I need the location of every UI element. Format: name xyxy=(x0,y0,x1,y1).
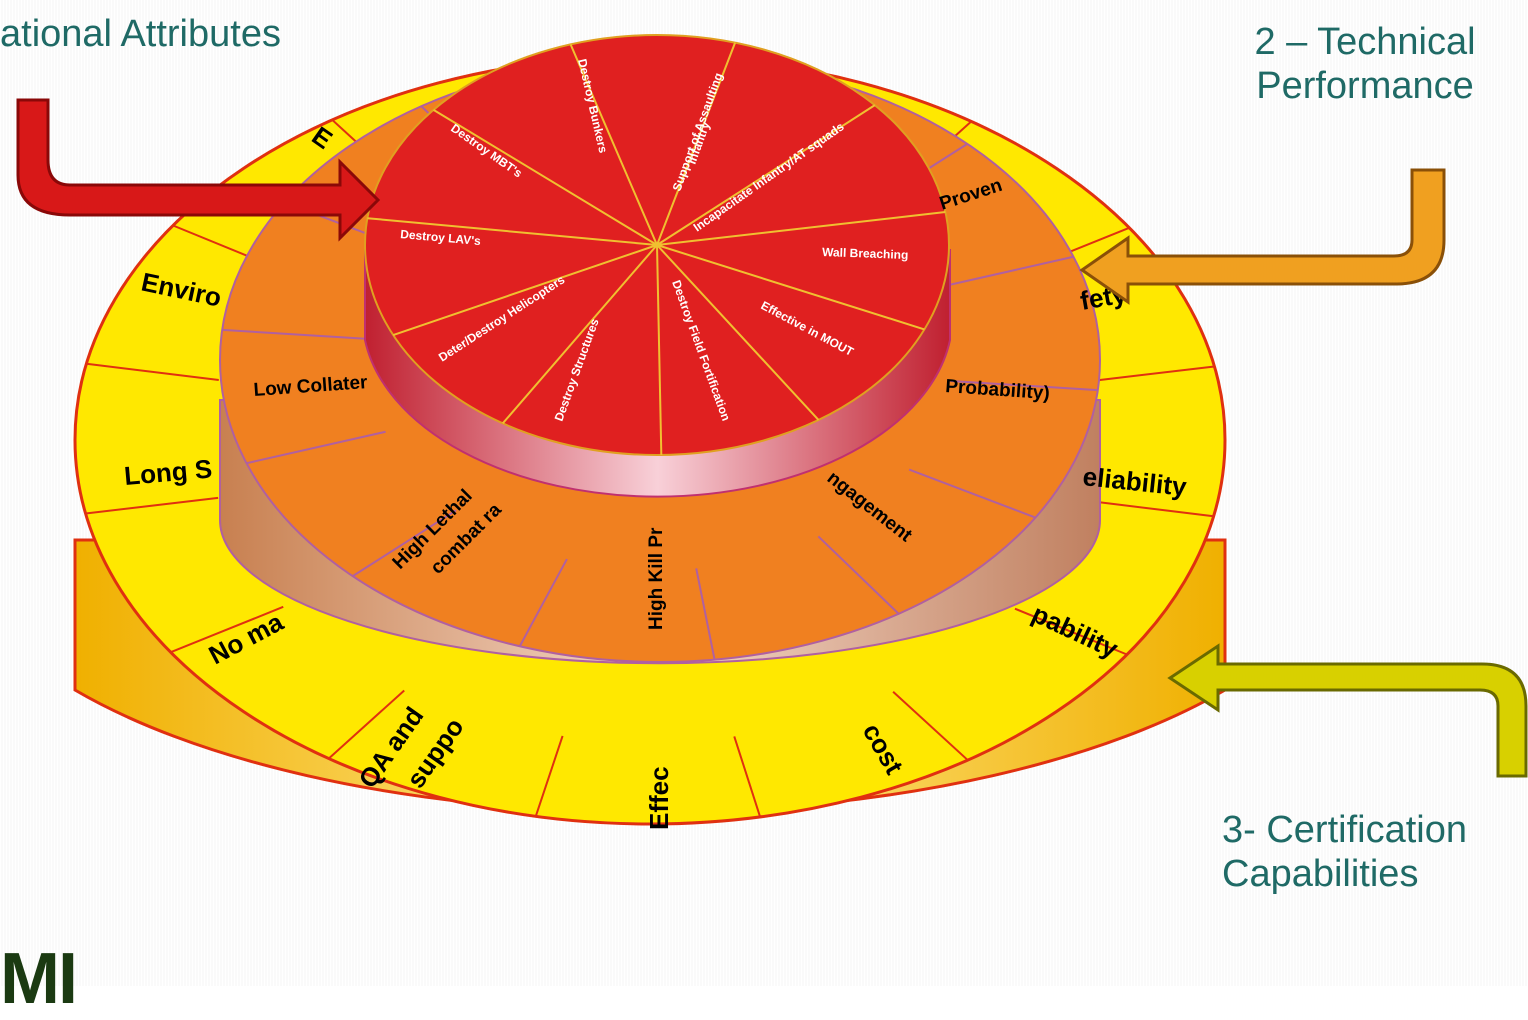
callout-certification-line2: Capabilities xyxy=(1222,853,1419,895)
middle-ring-divider xyxy=(950,379,1098,392)
callout-technical-performance: 2 – Technical Performance xyxy=(1206,20,1524,108)
outer-ring-divider xyxy=(1081,499,1214,518)
red-arrow-icon xyxy=(16,98,381,242)
inner-disk-divider xyxy=(656,244,663,455)
inner-disk-divider xyxy=(432,108,658,246)
outer-ring-divider xyxy=(892,690,969,761)
outer-ring-divider xyxy=(534,735,564,817)
inner-disk-divider xyxy=(392,244,658,337)
inner-disk-divider xyxy=(502,244,658,424)
middle-ring-divider xyxy=(518,558,568,647)
middle-ring-divider xyxy=(222,328,370,341)
outer-ring-divider xyxy=(170,605,284,654)
outer-ring-divider xyxy=(1014,607,1128,656)
outer-ring-divider xyxy=(85,496,219,515)
yellow-arrow-icon xyxy=(1167,643,1528,778)
middle-ring-divider xyxy=(934,255,1074,290)
callout-operational-text: ational Attributes xyxy=(0,13,281,55)
inner-disk-divider xyxy=(656,244,925,331)
outer-ring-divider xyxy=(733,736,762,818)
callout-technical-line2: Performance xyxy=(1256,65,1474,107)
inner-disk-divider xyxy=(656,244,820,421)
outer-ring-divider xyxy=(1081,365,1215,384)
inner-disk-divider xyxy=(367,217,658,246)
inner-disk-divider xyxy=(656,104,876,246)
inner-disk-divider xyxy=(656,42,737,246)
middle-ring-divider xyxy=(817,535,900,615)
callout-certification-capabilities: 3- Certification Capabilities xyxy=(1222,808,1467,896)
outer-ring-divider xyxy=(328,689,405,760)
callout-certification-line1: 3- Certification xyxy=(1222,809,1467,851)
inner-disk-divider xyxy=(656,211,946,246)
middle-ring-divider xyxy=(908,468,1036,519)
outer-ring-divider xyxy=(86,362,219,381)
middle-label-high-kill: High Kill Pr xyxy=(646,527,667,630)
callout-technical-line1: 2 – Technical xyxy=(1254,21,1476,63)
callout-operational-attributes: ational Attributes xyxy=(0,12,281,56)
middle-ring-divider xyxy=(695,568,716,660)
middle-ring-divider xyxy=(246,430,386,465)
outer-label-effec: Effec xyxy=(644,766,674,830)
inner-label-wall-breaching: Wall Breaching xyxy=(822,245,909,262)
company-logo: MI xyxy=(0,939,78,1019)
middle-ring-divider xyxy=(352,509,457,577)
orange-arrow-icon xyxy=(1079,168,1446,305)
inner-disk xyxy=(364,34,951,498)
capability-diagram: E Enviro Long S No ma QA and suppo Effec… xyxy=(16,34,1528,830)
inner-disk-divider xyxy=(569,44,658,246)
